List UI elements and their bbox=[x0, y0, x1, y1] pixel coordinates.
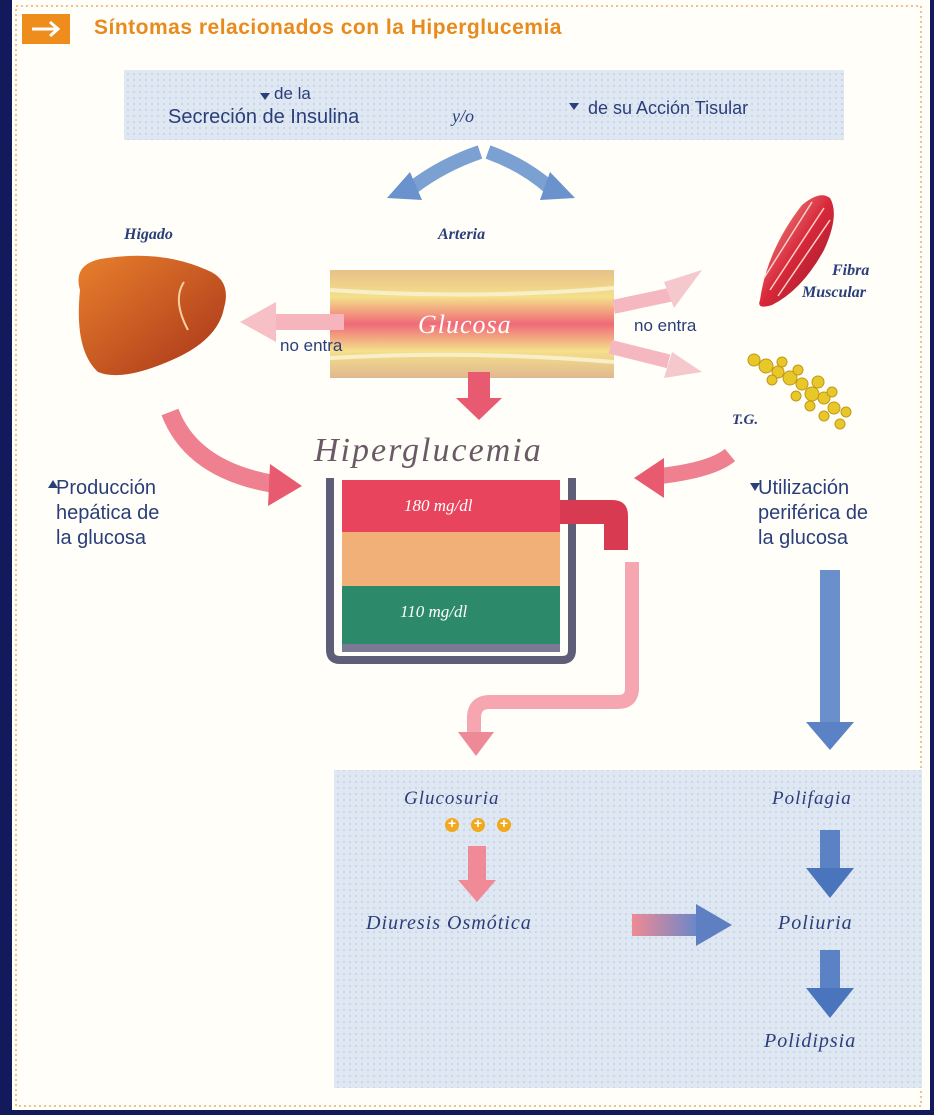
top-left-line2: Secreción de Insulina bbox=[168, 106, 359, 129]
no-entra-right-arrow-up bbox=[612, 288, 674, 314]
diuresis-to-poliuria-arrow bbox=[632, 914, 696, 936]
right-text-block: Utilización periférica de la glucosa bbox=[758, 476, 868, 551]
left-text-line3: la glucosa bbox=[56, 526, 159, 551]
left-text-line2: hepática de bbox=[56, 501, 159, 526]
curve-arrow-right bbox=[488, 152, 550, 188]
label-arteria: Arteria bbox=[438, 226, 485, 244]
label-glucosa: Glucosa bbox=[418, 310, 512, 340]
artery-down-arrow bbox=[468, 372, 490, 402]
poliuria-down-arrow bbox=[820, 950, 840, 992]
label-diuresis: Diuresis Osmótica bbox=[366, 912, 532, 935]
top-left-line1: de la bbox=[274, 84, 311, 104]
plus-sign-3: + bbox=[497, 815, 511, 831]
no-entra-right-arrow-down bbox=[609, 340, 671, 368]
top-right-text: de su Acción Tisular bbox=[588, 98, 748, 119]
label-higado: Higado bbox=[124, 226, 173, 244]
curve-arrow-left bbox=[412, 152, 480, 188]
no-entra-left-arrow bbox=[274, 314, 344, 330]
label-tg: T.G. bbox=[732, 412, 758, 429]
left-text-line1: Producción bbox=[56, 476, 159, 501]
diagram-panel: Síntomas relacionados con la Hiperglucem… bbox=[12, 0, 930, 1110]
right-text-line2: periférica de bbox=[758, 501, 868, 526]
left-text-block: Producción hepática de la glucosa bbox=[56, 476, 159, 551]
label-level-low: 110 mg/dl bbox=[400, 602, 467, 622]
plus-sign-1: + bbox=[445, 815, 459, 831]
diagram-graphics bbox=[12, 0, 930, 1110]
plus-sign-2: + bbox=[471, 815, 485, 831]
header-title: Síntomas relacionados con la Hiperglucem… bbox=[94, 16, 562, 40]
right-text-line1: Utilización bbox=[758, 476, 868, 501]
label-no-entra-left: no entra bbox=[280, 336, 342, 356]
polifagia-down-arrow bbox=[820, 830, 840, 872]
liver-icon bbox=[79, 256, 226, 375]
label-muscular: Muscular bbox=[802, 284, 866, 302]
blue-down-arrow-long bbox=[820, 570, 840, 728]
label-hiperglucemia: Hiperglucemia bbox=[314, 432, 543, 470]
label-glucosuria: Glucosuria bbox=[404, 788, 500, 810]
label-poliuria: Poliuria bbox=[778, 912, 853, 935]
label-polidipsia: Polidipsia bbox=[764, 1030, 856, 1053]
label-polifagia: Polifagia bbox=[772, 788, 852, 810]
label-level-high: 180 mg/dl bbox=[404, 496, 472, 516]
label-fibra: Fibra bbox=[832, 262, 869, 280]
right-text-line3: la glucosa bbox=[758, 526, 868, 551]
triglyceride-fat-icon bbox=[748, 354, 851, 429]
label-no-entra-right: no entra bbox=[634, 316, 696, 336]
right-to-jar-arrow bbox=[660, 455, 730, 476]
liver-to-jar-arrow bbox=[170, 412, 274, 484]
top-middle-text: y/o bbox=[452, 106, 474, 127]
jar-level-mid bbox=[342, 532, 560, 586]
